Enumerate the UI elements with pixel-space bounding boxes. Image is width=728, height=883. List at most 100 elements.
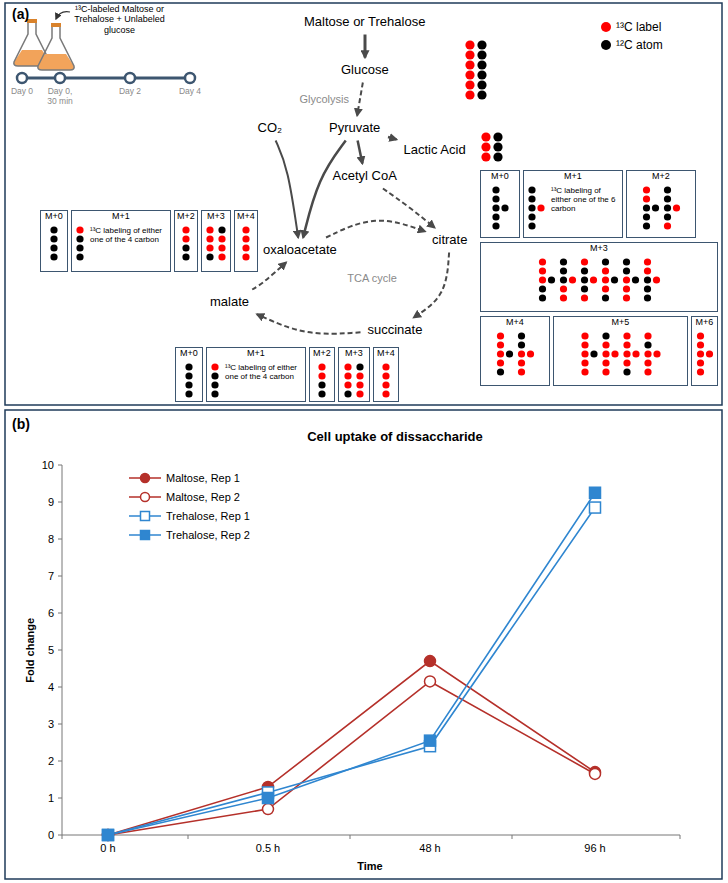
carbon-dot bbox=[182, 244, 189, 251]
tick-mark bbox=[58, 798, 62, 799]
metabolite-name: oxaloacetate bbox=[263, 243, 337, 258]
series-line bbox=[108, 508, 595, 835]
carbon-dot bbox=[581, 258, 588, 265]
cycle-label: TCA cycle bbox=[347, 272, 397, 285]
carbon-dot bbox=[602, 332, 609, 339]
carbon-dot bbox=[602, 350, 609, 357]
isotopologue-tag: M+0 bbox=[41, 212, 67, 222]
carbon-dot bbox=[539, 294, 546, 301]
carbon-dot bbox=[497, 368, 504, 375]
line-chart bbox=[58, 465, 680, 841]
isotopologue-box: M+2 bbox=[309, 347, 335, 402]
pathway-arrow bbox=[276, 141, 299, 238]
metabolite-name: malate bbox=[210, 295, 250, 310]
carbon-dot bbox=[492, 222, 499, 229]
carbon-dot bbox=[644, 267, 651, 274]
data-marker bbox=[141, 493, 150, 502]
carbon-dot bbox=[518, 350, 525, 357]
carbon-dot bbox=[493, 152, 502, 161]
carbon-dot bbox=[581, 332, 588, 339]
carbon-dot bbox=[242, 226, 249, 233]
carbon-dot bbox=[50, 226, 57, 233]
carbon-dot bbox=[706, 350, 713, 357]
tick-mark bbox=[62, 835, 63, 839]
carbon-dot bbox=[528, 213, 535, 220]
legend-item: Maltose, Rep 2 bbox=[128, 491, 240, 503]
axis-tick-label: 0 h bbox=[100, 842, 115, 855]
carbon-dot bbox=[644, 350, 651, 357]
carbon-dot bbox=[569, 276, 576, 283]
carbon-dot bbox=[602, 294, 609, 301]
data-marker bbox=[141, 474, 150, 483]
series-line bbox=[108, 661, 595, 835]
carbon-dot bbox=[497, 341, 504, 348]
carbon-dot bbox=[644, 359, 651, 366]
axis-tick-label: 3 bbox=[48, 718, 54, 731]
carbon-dot bbox=[528, 222, 535, 229]
data-marker bbox=[141, 512, 150, 521]
carbon-dot bbox=[356, 363, 363, 370]
carbon-dot bbox=[527, 350, 534, 357]
metabolite-name: succinate bbox=[368, 323, 423, 338]
data-marker bbox=[141, 531, 150, 540]
carbon-dot bbox=[528, 204, 535, 211]
carbon-dot bbox=[481, 142, 490, 151]
carbon-dot bbox=[185, 390, 192, 397]
isotopologue-tag: M+3 bbox=[481, 244, 717, 254]
axis-title: Fold change bbox=[24, 618, 37, 683]
carbon-dot bbox=[465, 40, 474, 49]
isotopologue-tag: M+0 bbox=[176, 349, 202, 359]
carbon-dot bbox=[356, 381, 363, 388]
carbon-dot bbox=[356, 390, 363, 397]
carbon-dot bbox=[493, 132, 502, 141]
carbon-dot bbox=[632, 276, 639, 283]
axis-title: Time bbox=[357, 860, 382, 873]
pathway-arrow bbox=[364, 35, 367, 58]
carbon-dot bbox=[664, 186, 671, 193]
tick-mark bbox=[58, 761, 62, 762]
axis-tick-label: 5 bbox=[48, 644, 54, 657]
carbon-dot bbox=[382, 390, 389, 397]
pathway-arrow bbox=[388, 137, 397, 139]
carbon-dot bbox=[477, 80, 486, 89]
data-marker bbox=[590, 768, 601, 779]
carbon-dot bbox=[664, 213, 671, 220]
isotopologue-tag: M+3 bbox=[339, 349, 369, 359]
axis-tick-label: 0.5 h bbox=[256, 842, 280, 855]
carbon-dot bbox=[539, 258, 546, 265]
carbon-dot bbox=[344, 390, 351, 397]
timepoint bbox=[185, 73, 195, 83]
isotopologue-tag: M+2 bbox=[175, 212, 197, 222]
isotopologue-box: M+0 bbox=[175, 347, 203, 402]
carbon-dot bbox=[242, 244, 249, 251]
isotopologue-tag: M+1 bbox=[207, 349, 305, 359]
carbon-dot bbox=[611, 350, 618, 357]
carbon-dot bbox=[632, 350, 639, 357]
series-line bbox=[108, 493, 595, 835]
carbon-dot bbox=[211, 390, 218, 397]
isotopologue-tag: M+2 bbox=[627, 172, 695, 182]
carbon-dot bbox=[481, 152, 490, 161]
carbon-dot bbox=[344, 372, 351, 379]
axis-tick-label: 8 bbox=[48, 533, 54, 546]
axis-tick-label: 96 h bbox=[584, 842, 605, 855]
carbon-structures bbox=[481, 243, 719, 313]
carbon-dot bbox=[218, 253, 225, 260]
carbon-dot bbox=[211, 381, 218, 388]
carbon-dot bbox=[581, 341, 588, 348]
carbon-dot bbox=[501, 204, 508, 211]
carbon-dot bbox=[602, 267, 609, 274]
metabolite-name: Lactic Acid bbox=[404, 143, 467, 158]
data-marker bbox=[263, 793, 274, 804]
isotopologue-box: M+1¹³C labeling of either one of the 6 c… bbox=[523, 170, 623, 238]
carbon-dot bbox=[492, 186, 499, 193]
metabolite-node: Glucose bbox=[337, 61, 393, 80]
isotopologue-box: M+1¹³C labeling of either one of the 4 c… bbox=[71, 210, 171, 272]
carbon-dot bbox=[560, 258, 567, 265]
carbon-dot bbox=[211, 372, 218, 379]
flask-cap bbox=[51, 23, 61, 27]
isotopologue-tag: M+0 bbox=[481, 172, 519, 182]
edge-label: Glycolysis bbox=[298, 93, 350, 105]
carbon-dot bbox=[477, 40, 486, 49]
